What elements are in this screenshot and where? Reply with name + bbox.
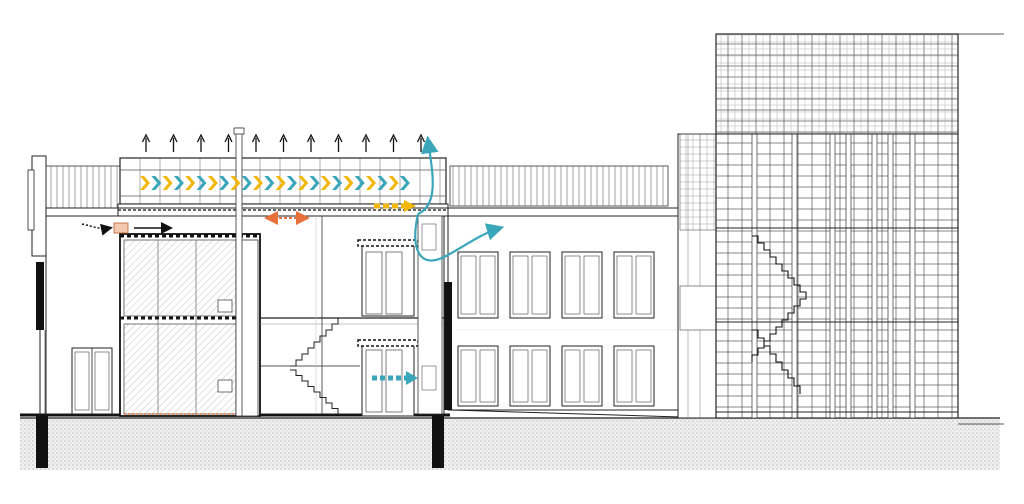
chevron-mark: [185, 176, 196, 190]
chevron-airflow-band: [140, 176, 410, 190]
chevron-mark: [162, 176, 173, 190]
chevron-mark: [253, 176, 263, 190]
up-arrow-icon: [334, 133, 343, 152]
chevron-mark: [219, 176, 230, 190]
footing-right: [432, 416, 444, 468]
roof-railing-right: [449, 165, 669, 207]
footing-left: [36, 416, 48, 468]
up-arrow-icon: [361, 133, 371, 152]
chevron-mark: [151, 176, 162, 190]
chevron-mark: [275, 176, 286, 190]
window: [613, 251, 655, 319]
chevron-mark: [332, 176, 343, 190]
flue-pipe: [235, 127, 243, 417]
up-arrow-icon: [141, 133, 151, 152]
left-parapet: [27, 155, 47, 416]
up-arrow-icon: [169, 133, 178, 152]
ground: [20, 409, 1000, 470]
intake-unit: [113, 222, 129, 234]
left-building: [45, 127, 445, 417]
roof-vent-arrows: [141, 133, 426, 152]
chevron-mark: [230, 176, 241, 190]
warm-exhaust-arrow: [374, 200, 416, 212]
outside-intake-arrow: [81, 222, 173, 236]
up-arrow-icon: [389, 133, 398, 152]
chevron-mark: [366, 176, 376, 190]
chevron-mark: [207, 176, 218, 190]
chevron-mark: [264, 176, 275, 190]
tower-staircase: [751, 235, 807, 394]
window: [561, 345, 603, 407]
chevron-mark: [140, 176, 150, 190]
window: [561, 251, 603, 319]
right-tower: [677, 33, 1004, 425]
up-arrow-icon: [251, 133, 261, 152]
chevron-mark: [343, 176, 354, 190]
middle-block: [444, 215, 681, 411]
chevron-mark: [309, 176, 320, 190]
window: [509, 345, 551, 407]
chevron-mark: [320, 176, 331, 190]
chevron-mark: [388, 176, 399, 190]
chevron-mark: [196, 176, 207, 190]
chevron-mark: [173, 176, 184, 190]
window: [613, 345, 655, 407]
staircase: [290, 317, 358, 415]
up-arrow-icon: [224, 133, 233, 152]
chevron-mark: [377, 176, 388, 190]
up-arrow-icon: [416, 133, 426, 152]
cool-intake-arrow: [372, 371, 418, 385]
chevron-mark: [399, 176, 410, 190]
left-column-dark: [36, 262, 44, 330]
window: [457, 345, 499, 407]
chevron-mark: [298, 176, 309, 190]
stack-plume-arrows: [414, 135, 505, 262]
chevron-mark: [241, 176, 252, 190]
chevron-mark: [354, 176, 365, 190]
chevron-mark: [286, 176, 297, 190]
middle-dark-column: [444, 282, 452, 410]
up-arrow-icon: [196, 133, 206, 152]
up-arrow-icon: [279, 133, 288, 152]
up-arrow-icon: [306, 133, 316, 152]
window: [509, 251, 551, 319]
window: [457, 251, 499, 319]
roof-railing-left: [45, 165, 121, 209]
